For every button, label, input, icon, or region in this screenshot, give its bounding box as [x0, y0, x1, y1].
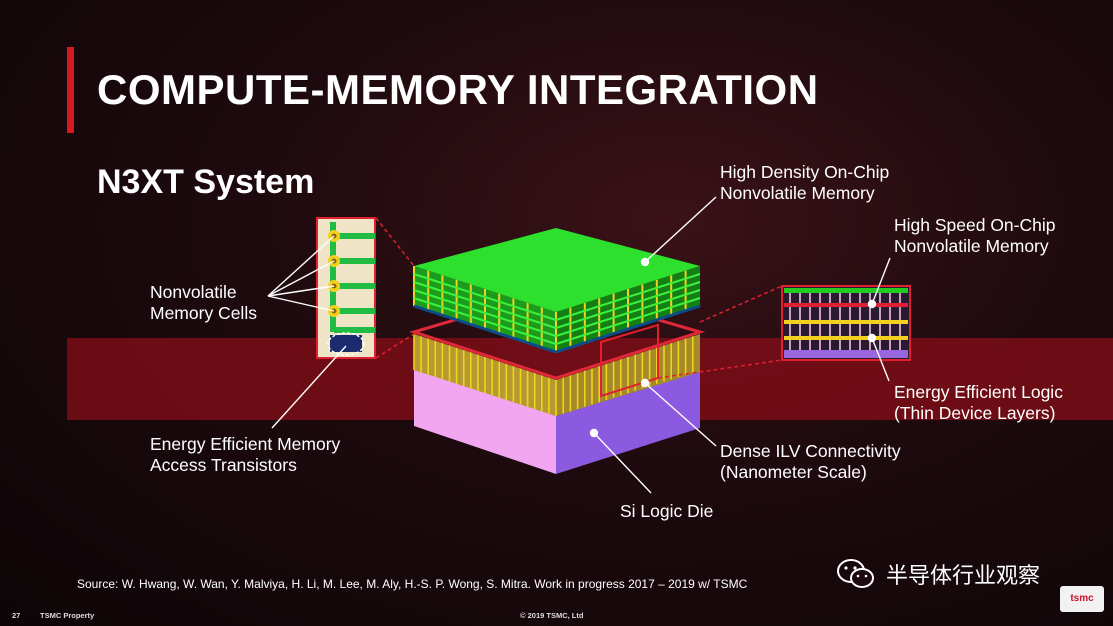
memory-grid [413, 266, 701, 353]
label-energy-efficient-logic: Energy Efficient Logic (Thin Device Laye… [894, 382, 1063, 424]
label-line: Dense ILV Connectivity [720, 441, 901, 461]
wechat-icon [837, 559, 874, 588]
label-line: (Thin Device Layers) [894, 403, 1056, 423]
label-si-logic-die: Si Logic Die [620, 501, 714, 521]
thin-layer-inset [781, 285, 911, 361]
label-line: Nonvolatile [150, 282, 237, 302]
footer-property: TSMC Property [40, 611, 95, 620]
label-line: Energy Efficient Logic [894, 382, 1063, 402]
label-high-density-memory: High Density On-Chip Nonvolatile Memory [720, 162, 889, 204]
label-line: Nonvolatile Memory [894, 236, 1049, 256]
footer-copyright: © 2019 TSMC, Ltd [520, 611, 584, 620]
label-line: (Nanometer Scale) [720, 462, 867, 482]
label-line: Access Transistors [150, 455, 297, 475]
label-nonvolatile-memory-cells: Nonvolatile Memory Cells [150, 282, 257, 324]
memory-top [414, 228, 700, 312]
source-citation: Source: W. Hwang, W. Wan, Y. Malviya, H.… [77, 577, 748, 591]
memory-cell-inset [316, 217, 376, 359]
label-line: High Speed On-Chip [894, 215, 1056, 235]
watermark-text: 半导体行业观察 [886, 563, 1041, 588]
inset-green-lines [330, 222, 375, 333]
label-dense-ilv: Dense ILV Connectivity (Nanometer Scale) [720, 441, 901, 483]
right-inset-layers [784, 288, 908, 358]
slide-subtitle: N3XT System [97, 163, 315, 201]
logic-layers [408, 288, 706, 416]
si-die-right [556, 370, 700, 474]
label-line: High Density On-Chip [720, 162, 890, 182]
logic-stripes [413, 334, 694, 416]
label-line: Nonvolatile Memory [720, 183, 875, 203]
si-die-front [414, 368, 556, 474]
label-high-speed-memory: High Speed On-Chip Nonvolatile Memory [894, 215, 1055, 257]
memory-stack [413, 228, 701, 354]
label-line: Energy Efficient Memory [150, 434, 341, 454]
label-energy-efficient-memory: Energy Efficient Memory Access Transisto… [150, 434, 340, 476]
watermark: 半导体行业观察 [836, 557, 1040, 591]
page-number: 27 [12, 611, 21, 620]
leader-lines [267, 196, 891, 494]
tsmc-logo: tsmc [1060, 586, 1104, 612]
label-line: Memory Cells [150, 303, 257, 323]
slide-title: COMPUTE-MEMORY INTEGRATION [97, 66, 819, 113]
title-accent-bar [67, 47, 74, 133]
